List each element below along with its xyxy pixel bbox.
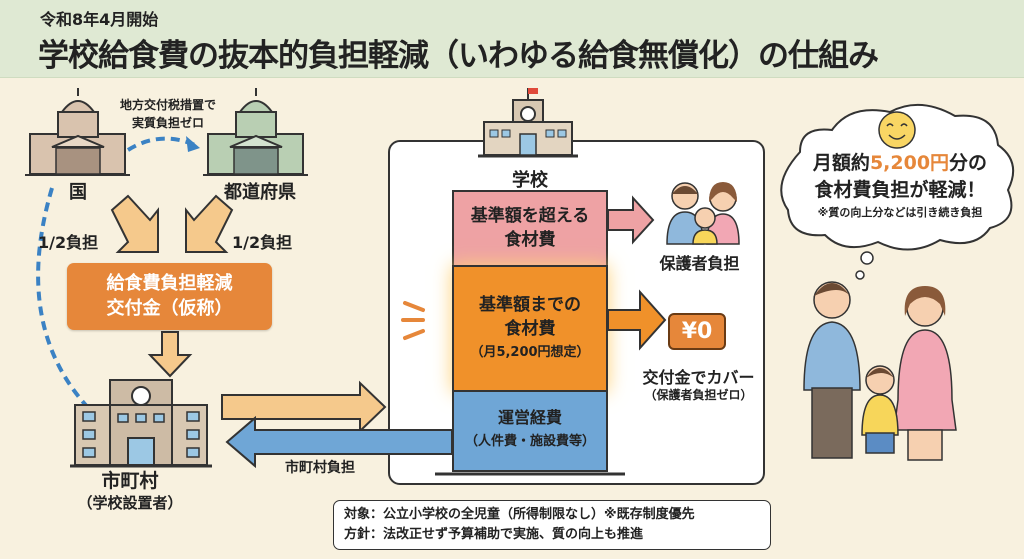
bubble-note: ※質の向上分などは引き続き負担: [817, 206, 983, 219]
school-building-icon: [478, 88, 578, 158]
bubble-line2: 食材費負担が軽減！: [814, 179, 986, 201]
info-target: 対象：公立小学校の全児童（所得制限なし）※既存制度優先: [344, 507, 695, 522]
covered-by-grant-label: 交付金でカバー: [642, 368, 755, 387]
zero-yen-badge: ¥0: [668, 313, 726, 350]
prefecture-label: 都道府県: [224, 182, 296, 203]
family-illustration-icon: [803, 281, 957, 461]
start-date-label: 令和8年4月開始: [40, 10, 159, 29]
thought-bubble-and-family: [780, 103, 1015, 461]
transfer-note: 地方交付税措置で実質負担ゼロ: [108, 96, 228, 132]
down-left-arrow: [185, 194, 234, 253]
seg2-line3: （月5,200円想定）: [470, 345, 590, 360]
pink-arrow-to-parents: [607, 195, 655, 245]
bubble-amount: 5,200円: [869, 152, 950, 174]
excess-food-cost-segment: 基準額を超える食材費: [452, 190, 608, 267]
info-policy: 方針：法改正せず予算補助で実施、質の向上も推進: [344, 527, 644, 542]
share-left-label: 1/2負担: [38, 233, 99, 252]
municipality-building-icon: [70, 379, 212, 468]
down-right-arrow: [110, 194, 159, 253]
operating-cost-segment: 運営経費 （人件費・施設費等）: [452, 390, 608, 472]
highlight-spark-icon: [401, 301, 425, 340]
bubble-message: 月額約5,200円分の 食材費負担が軽減！ ※質の向上分などは引き続き負担: [790, 148, 1010, 220]
school-label: 学校: [512, 170, 548, 191]
seg3-line2: （人件費・施設費等）: [464, 434, 595, 449]
share-right-label: 1/2負担: [232, 233, 293, 252]
header-band: [0, 0, 1024, 78]
national-label: 国: [69, 182, 87, 203]
municipality-sub-label: （学校設置者）: [77, 494, 183, 512]
down-arrow: [147, 331, 193, 378]
thought-bubble: [780, 103, 1015, 251]
left-flow-graphics: [25, 88, 387, 468]
seg1-line2: 食材費: [504, 230, 556, 250]
right-arrow-to-school: [221, 380, 387, 434]
parents-burden-label: 保護者負担: [659, 254, 740, 273]
national-diet-building-icon: [25, 88, 130, 176]
grant-fund-box: 給食費負担軽減交付金（仮称）: [67, 263, 272, 330]
smiley-icon: [878, 111, 916, 149]
prefecture-building-icon: [203, 88, 308, 176]
no-parent-burden-label: （保護者負担ゼロ）: [644, 388, 753, 402]
fund-line2: 交付金（仮称）: [106, 298, 233, 319]
parents-family-icon: [666, 182, 740, 245]
seg2-line2: 食材費: [504, 319, 556, 339]
dashed-arrow-to-municipality: [36, 187, 97, 417]
info-box: 対象：公立小学校の全児童（所得制限なし）※既存制度優先方針：法改正せず予算補助で…: [333, 500, 771, 550]
municipality-burden-label: 市町村負担: [285, 460, 355, 476]
seg3-line1: 運営経費: [497, 408, 562, 427]
seg1-line1: 基準額を超える: [470, 206, 590, 226]
arrowhead-icon: [186, 136, 200, 152]
fund-line1: 給食費負担軽減: [106, 273, 233, 294]
bubble-pre: 月額約: [812, 152, 870, 174]
transfer-note-line1: 地方交付税措置で: [119, 98, 216, 112]
page-title: 学校給食費の抜本的負担軽減（いわゆる給食無償化）の仕組み: [38, 38, 879, 74]
transfer-note-line2: 実質負担ゼロ: [131, 116, 204, 130]
bubble-post: 分の: [949, 152, 988, 174]
seg2-line1: 基準額までの: [479, 295, 581, 315]
dashed-arrow-to-prefecture: [126, 136, 196, 152]
orange-arrow-to-zero: [607, 289, 667, 351]
school-arrows: [225, 182, 740, 476]
bubble-line1: 月額約5,200円分の: [790, 148, 1010, 175]
blue-arrow-to-municipality: [225, 415, 453, 469]
municipality-label: 市町村: [101, 470, 159, 492]
